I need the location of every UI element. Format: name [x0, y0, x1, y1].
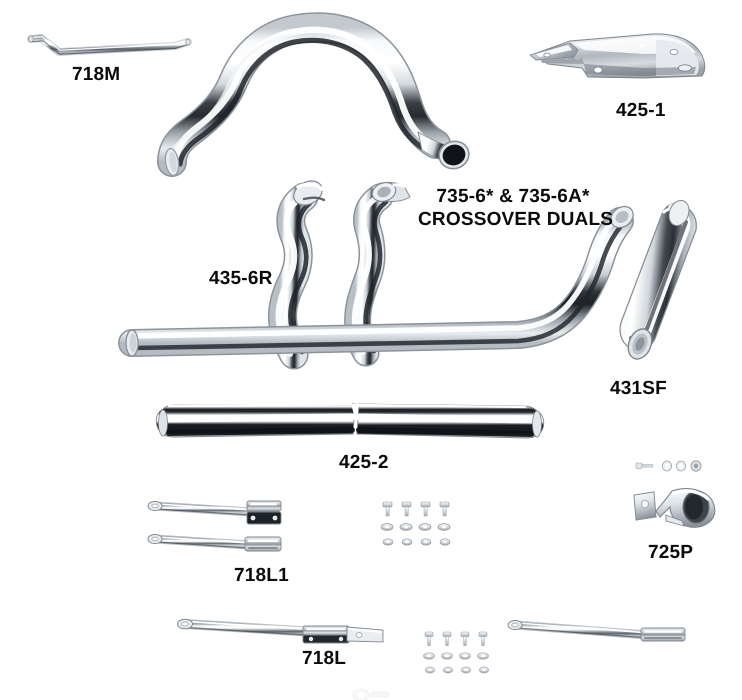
- washers-row: [423, 652, 489, 660]
- part-s-bend-header-pipe: [157, 12, 500, 179]
- part-718l: [175, 612, 415, 652]
- 718m-rod-body: [27, 34, 192, 56]
- bolt: [635, 462, 654, 469]
- label-735-6-line1: 735-6* & 735-6A*: [436, 186, 590, 207]
- hardware-set-718l1: [380, 500, 460, 555]
- collector-top-collar: [610, 205, 634, 229]
- washer-1: [662, 460, 673, 472]
- 725p-bracket-tab: [633, 491, 657, 521]
- label-718l: 718L: [302, 648, 347, 669]
- nuts-row: [425, 666, 489, 674]
- 425-1-bracket-body: [529, 33, 706, 79]
- washers-row: [380, 523, 451, 531]
- 425-2-shield-body: [155, 402, 545, 439]
- part-718l-second: [505, 615, 705, 653]
- riser-center-flange: [371, 181, 416, 203]
- 718l1-rod-lower: [147, 533, 282, 552]
- nuts-row: [382, 538, 451, 546]
- 431sf-open-end: [627, 328, 653, 360]
- part-cutoff-bottom: [345, 688, 415, 700]
- riser-left-cap: [293, 180, 326, 206]
- label-435-6r: 435-6R: [209, 268, 273, 289]
- cutoff-hardware: [352, 688, 390, 700]
- crossover-collector-pipe: [118, 205, 634, 357]
- 725p-clamp-ring: [655, 488, 716, 528]
- bolts-row: [424, 631, 488, 646]
- 718l1-rod-upper: [147, 500, 282, 525]
- label-725p: 725P: [648, 542, 694, 563]
- 431sf-tip-body: [619, 199, 697, 360]
- label-425-1: 425-1: [616, 100, 666, 121]
- hardware-set-718l: [422, 630, 502, 685]
- label-718l1: 718L1: [234, 565, 289, 586]
- label-425-2: 425-2: [339, 452, 389, 473]
- part-718l1: [145, 495, 345, 557]
- nut: [690, 460, 702, 472]
- label-718m: 718M: [72, 64, 121, 85]
- 718l-rod-body: [177, 618, 384, 644]
- part-425-2: [155, 392, 545, 444]
- bolts-row: [382, 501, 450, 517]
- pipe-left-open-end: [164, 147, 180, 177]
- part-725p: [626, 455, 731, 535]
- label-431sf: 431SF: [610, 378, 667, 399]
- 725p-hardware: [635, 460, 702, 472]
- washer-2: [676, 460, 687, 472]
- part-431sf: [604, 196, 714, 371]
- s-bend-pipe-body: [157, 12, 470, 177]
- 718l-second-rod-body: [507, 619, 686, 642]
- part-425-1: [524, 24, 710, 90]
- collector-left-open-end: [125, 329, 139, 357]
- part-735-6-crossover-duals: [118, 175, 648, 370]
- label-735-6-line2: CROSSOVER DUALS: [418, 209, 614, 230]
- pipe-right-open-end: [438, 140, 470, 170]
- part-718m: [25, 24, 195, 66]
